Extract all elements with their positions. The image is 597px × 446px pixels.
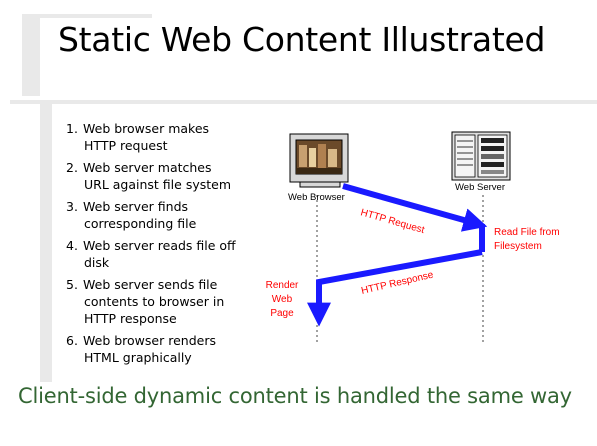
step-number: 5. — [66, 277, 78, 292]
step-text: Web browser renders — [83, 333, 216, 348]
step-item: 5. Web server sends file contents to brow… — [66, 276, 266, 327]
step-text: Web server reads file off — [83, 238, 236, 253]
http-request-label: HTTP Request — [359, 207, 426, 236]
step-item: 3. Web server finds corresponding file — [66, 198, 266, 232]
server-label: Web Server — [455, 182, 505, 193]
render-label-line3: Page — [270, 308, 294, 319]
render-label-line1: Render — [266, 280, 299, 291]
browser-label: Web Browser — [288, 192, 345, 203]
http-response-arrow — [307, 249, 483, 327]
footer-note: Client-side dynamic content is handled t… — [18, 384, 572, 408]
step-text: corresponding file — [84, 216, 197, 231]
slide-title: Static Web Content Illustrated — [58, 20, 546, 59]
step-number: 1. — [66, 121, 78, 136]
step-text: Web browser makes — [83, 121, 210, 136]
step-number: 4. — [66, 238, 78, 253]
steps-list: 1. Web browser makes HTTP request 2. Web s… — [66, 120, 266, 371]
read-file-label-line1: Read File from — [494, 227, 560, 238]
decor-bar-left — [40, 104, 52, 382]
step-item: 1. Web browser makes HTTP request — [66, 120, 266, 154]
http-request-arrow — [342, 183, 488, 232]
step-number: 6. — [66, 333, 78, 348]
step-text: contents to browser in — [84, 294, 225, 309]
step-number: 2. — [66, 160, 78, 175]
step-text: disk — [84, 255, 110, 270]
step-text: Web server sends file — [83, 277, 218, 292]
decor-divider — [10, 100, 597, 104]
server-tower-icon — [451, 131, 511, 181]
step-text: Web server matches — [83, 160, 212, 175]
step-item: 6. Web browser renders HTML graphically — [66, 332, 266, 366]
step-number: 3. — [66, 199, 78, 214]
step-item: 2. Web server matches URL against file sy… — [66, 159, 266, 193]
render-label-line2: Web — [272, 294, 293, 305]
step-item: 4. Web server reads file off disk — [66, 237, 266, 271]
step-text: HTTP request — [84, 138, 168, 153]
decor-bar-top-vertical — [22, 14, 40, 96]
step-text: Web server finds — [83, 199, 189, 214]
computer-monitor-icon — [289, 133, 349, 188]
read-file-label-line2: Filesystem — [494, 241, 542, 252]
decor-bar-top-horizontal — [22, 14, 152, 18]
step-text: HTTP response — [84, 311, 177, 326]
step-text: URL against file system — [84, 177, 232, 192]
step-text: HTML graphically — [84, 350, 192, 365]
